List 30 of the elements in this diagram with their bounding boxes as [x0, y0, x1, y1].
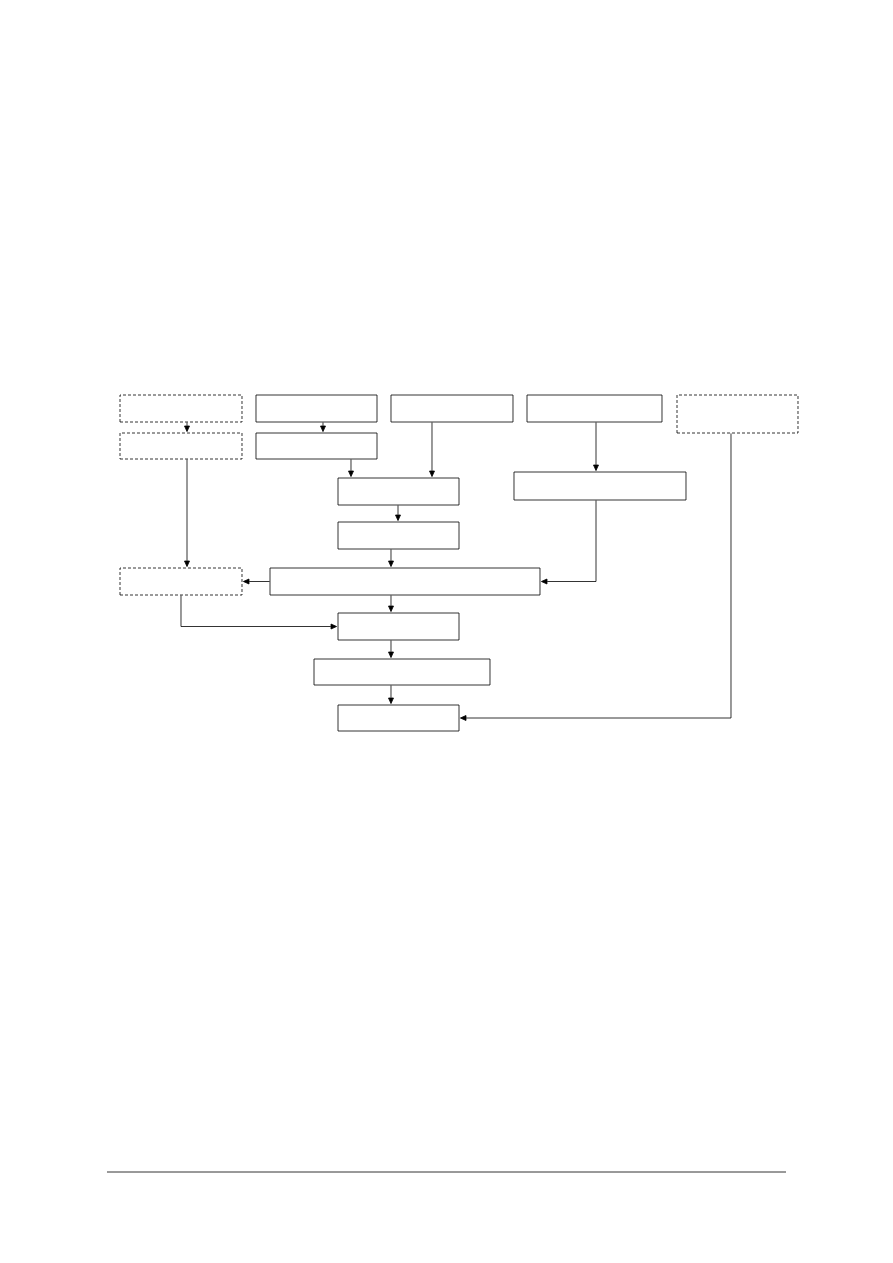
process-box [526, 394, 663, 423]
arrow [348, 459, 354, 477]
arrow [388, 685, 394, 704]
process-box [337, 704, 460, 732]
arrow [388, 640, 394, 658]
arrow [541, 500, 597, 585]
arrow [388, 549, 394, 567]
process-box [337, 612, 460, 641]
process-box [313, 658, 491, 686]
process-box [337, 477, 460, 506]
process-box [337, 521, 460, 550]
arrow [593, 422, 599, 471]
process-box [269, 567, 541, 596]
arrow [388, 595, 394, 612]
dashed-box [119, 567, 243, 596]
dashed-box [676, 394, 799, 434]
arrow [184, 459, 190, 567]
arrow [243, 578, 270, 585]
arrow [460, 433, 732, 721]
process-box [255, 394, 378, 423]
dashed-box [119, 432, 243, 460]
process-box [513, 471, 687, 501]
arrow [429, 422, 435, 477]
arrow [184, 422, 190, 432]
arrow [395, 505, 401, 521]
arrow [180, 595, 337, 630]
process-box [255, 432, 378, 460]
dashed-box [119, 394, 243, 423]
arrow [320, 422, 326, 432]
process-box [390, 394, 514, 423]
